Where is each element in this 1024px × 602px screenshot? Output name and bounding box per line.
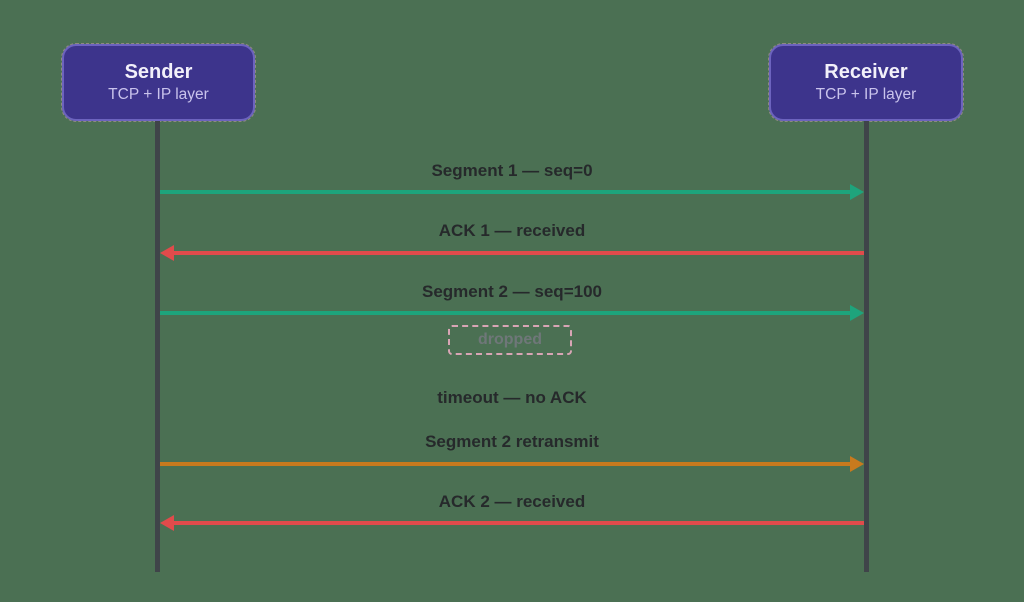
message-label-segment2: Segment 2 — seq=100 xyxy=(421,282,602,301)
receiver-lifeline xyxy=(864,121,869,572)
actor-subtitle: TCP + IP layer xyxy=(815,86,917,104)
message-arrow-segment1 xyxy=(160,184,864,200)
arrow-shaft xyxy=(171,251,864,255)
message-arrow-retransmit xyxy=(160,456,864,472)
message-arrow-ack1 xyxy=(160,245,864,261)
arrowhead-left-icon xyxy=(160,515,174,531)
message-label-ack1: ACK 1 — received xyxy=(438,221,586,240)
arrowhead-right-icon xyxy=(850,184,864,200)
arrow-shaft xyxy=(160,190,853,194)
message-label-segment1: Segment 1 — seq=0 xyxy=(431,161,593,180)
arrow-shaft xyxy=(160,462,853,466)
arrowhead-right-icon xyxy=(850,305,864,321)
arrow-shaft xyxy=(171,521,864,525)
arrowhead-right-icon xyxy=(850,456,864,472)
message-label-timeout: timeout — no ACK xyxy=(437,388,587,407)
actor-box-sender: Sender TCP + IP layer xyxy=(61,43,256,122)
message-label-retransmit: Segment 2 retransmit xyxy=(425,432,599,451)
actor-box-receiver: Receiver TCP + IP layer xyxy=(768,43,964,122)
actor-subtitle: TCP + IP layer xyxy=(108,86,209,104)
actor-title: Receiver xyxy=(824,61,908,84)
message-arrow-ack2 xyxy=(160,515,864,531)
message-arrow-segment2 xyxy=(160,305,864,321)
arrow-shaft xyxy=(160,311,853,315)
actor-title: Sender xyxy=(124,61,193,84)
arrowhead-left-icon xyxy=(160,245,174,261)
sender-lifeline xyxy=(155,121,160,572)
dropped-note: dropped xyxy=(448,325,572,355)
message-label-ack2: ACK 2 — received xyxy=(438,492,586,511)
dropped-note-label: dropped xyxy=(478,331,542,348)
